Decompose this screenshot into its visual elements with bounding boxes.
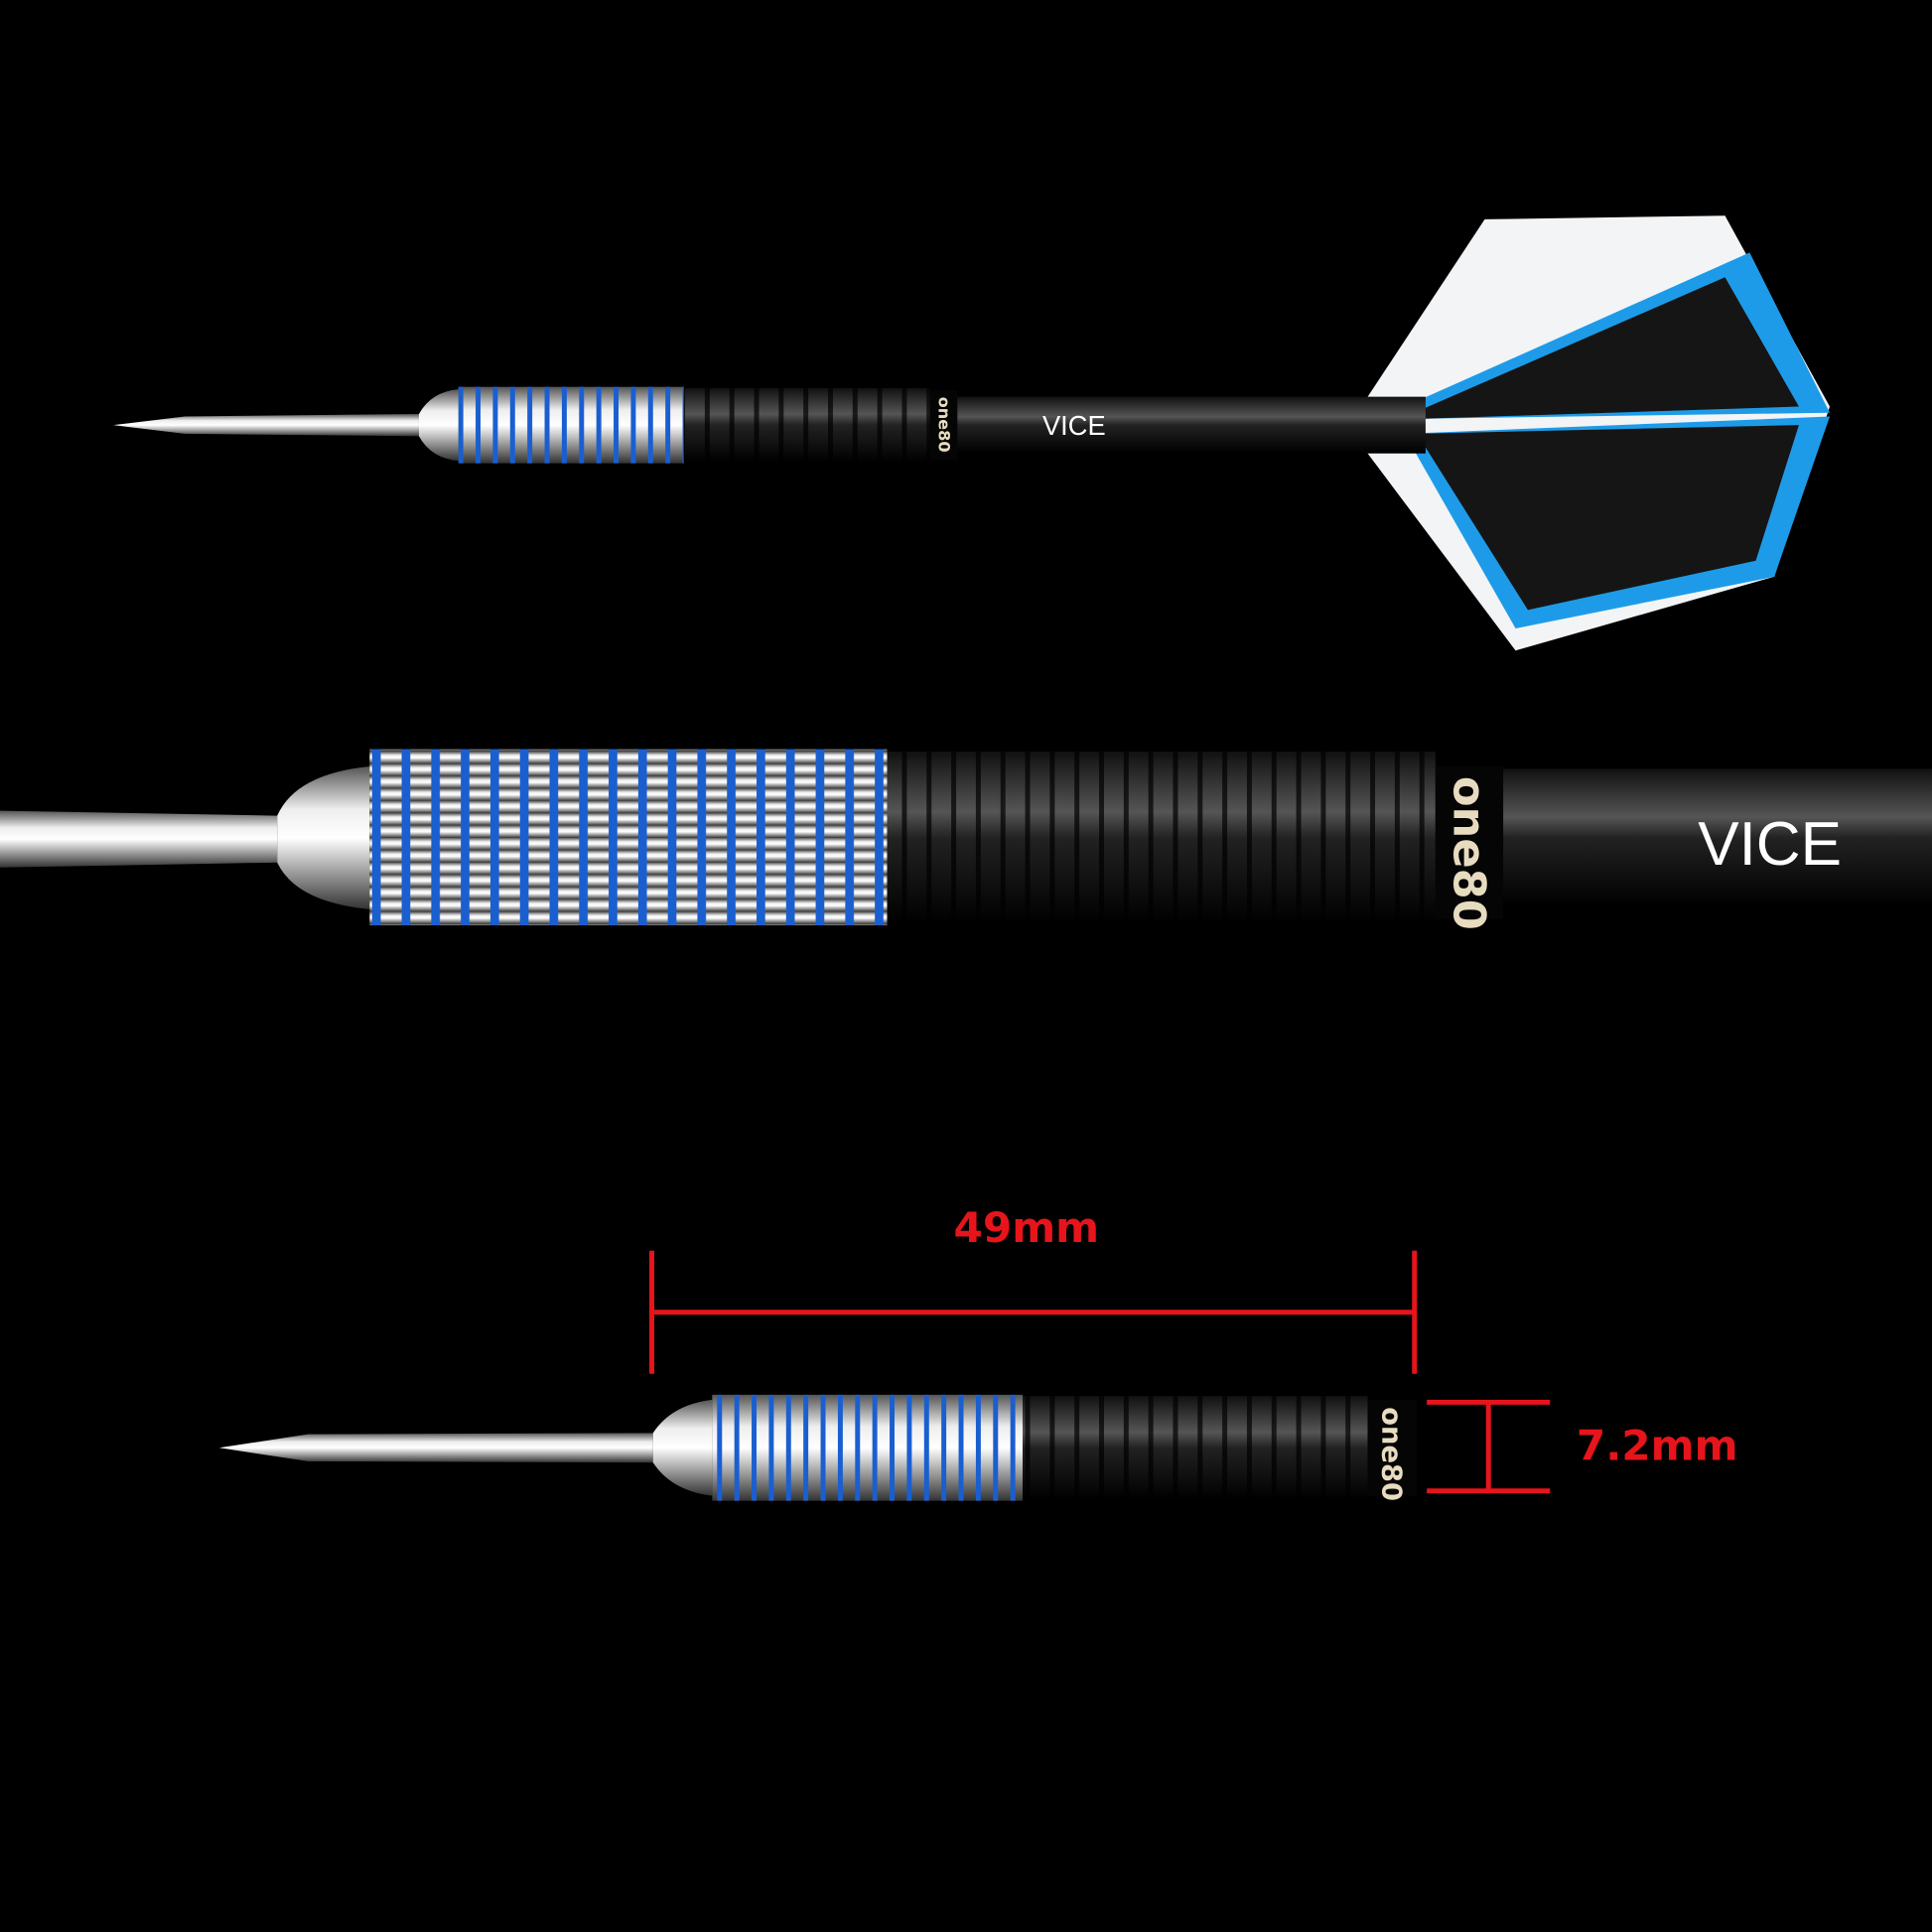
model-logo-closeup: VICE <box>1698 810 1842 879</box>
dart-closeup: one80 VICE <box>0 749 1932 930</box>
brand-ring-closeup <box>1435 765 1504 919</box>
brand-ring-bottom <box>1367 1399 1418 1496</box>
flight-black-panel <box>1417 277 1799 419</box>
model-logo: VICE <box>1042 410 1106 441</box>
length-dimension <box>649 1250 1418 1374</box>
point <box>113 414 419 437</box>
full-dart: one80 VICE <box>113 215 1830 651</box>
diameter-label: 7.2mm <box>1577 1422 1738 1470</box>
barrel-nose-bottom <box>652 1399 713 1496</box>
diameter-dimension <box>1427 1399 1551 1494</box>
flight-black-panel-lower <box>1417 425 1799 611</box>
brand-logo-bottom: one80 <box>1375 1407 1406 1501</box>
brand-logo: one80 <box>935 397 954 453</box>
point-closeup <box>0 810 278 868</box>
point-bottom <box>218 1433 653 1463</box>
shaft <box>957 396 1426 454</box>
barrel-nose-closeup <box>277 765 370 909</box>
barrel-silver-closeup <box>369 749 888 926</box>
length-label: 49mm <box>953 1203 1099 1252</box>
shaft-closeup <box>1503 768 1932 907</box>
brand-logo-closeup: one80 <box>1443 776 1494 930</box>
barrel-nose <box>418 389 459 462</box>
barrel-measurement: one80 49mm 7.2mm <box>218 1203 1738 1501</box>
brand-ring <box>930 390 958 460</box>
